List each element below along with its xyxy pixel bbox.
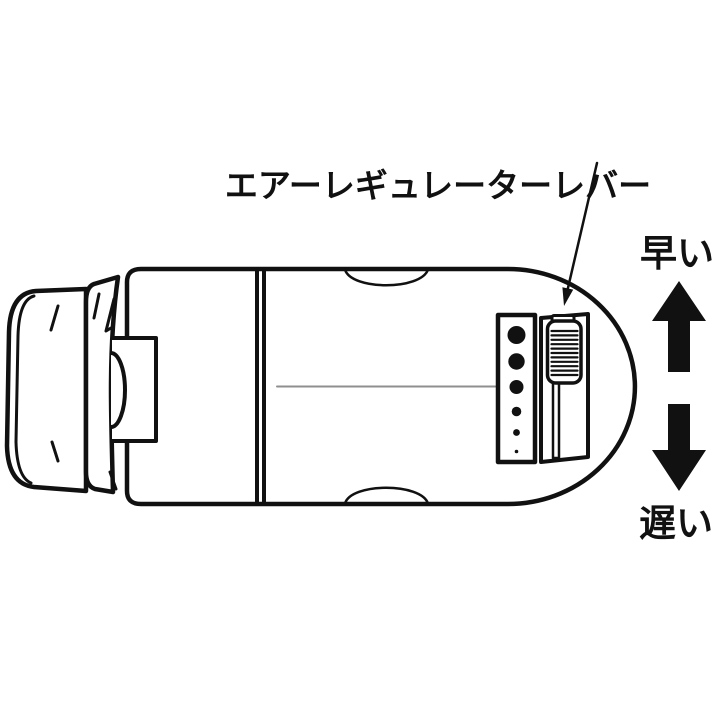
speed-dot — [511, 406, 522, 417]
speed-dot — [507, 326, 526, 344]
left-cap-hatch-top — [49, 304, 60, 332]
lever-ribs — [550, 329, 579, 377]
collar-hatch-2 — [104, 297, 116, 333]
fast-label: 早い — [640, 232, 713, 275]
speed-dots — [507, 326, 526, 454]
speed-dot — [513, 429, 520, 436]
pointer-arrowhead-icon — [562, 287, 574, 306]
speed-dot — [509, 380, 524, 394]
body-bottom-notch — [343, 486, 430, 505]
speed-dot — [508, 353, 525, 370]
collar-bump — [110, 351, 127, 429]
slow-label: 遅い — [639, 502, 713, 545]
left-cap-hatch-bottom — [50, 440, 60, 463]
up-arrow-icon — [652, 281, 706, 372]
pointer-arrow-line — [566, 161, 599, 292]
regulator-lever-label: エアーレギュレーターレバー — [225, 166, 651, 205]
left-cap-face-line — [14, 294, 36, 485]
speed-dot — [514, 449, 519, 454]
pointer-arrow — [562, 161, 599, 306]
lever-stem — [551, 381, 561, 460]
left-cap — [4, 286, 89, 494]
down-arrow-icon — [652, 404, 706, 491]
body-top-notch — [343, 268, 430, 287]
collar-hatch-3 — [108, 470, 118, 491]
collar-hatch-1 — [92, 292, 101, 320]
